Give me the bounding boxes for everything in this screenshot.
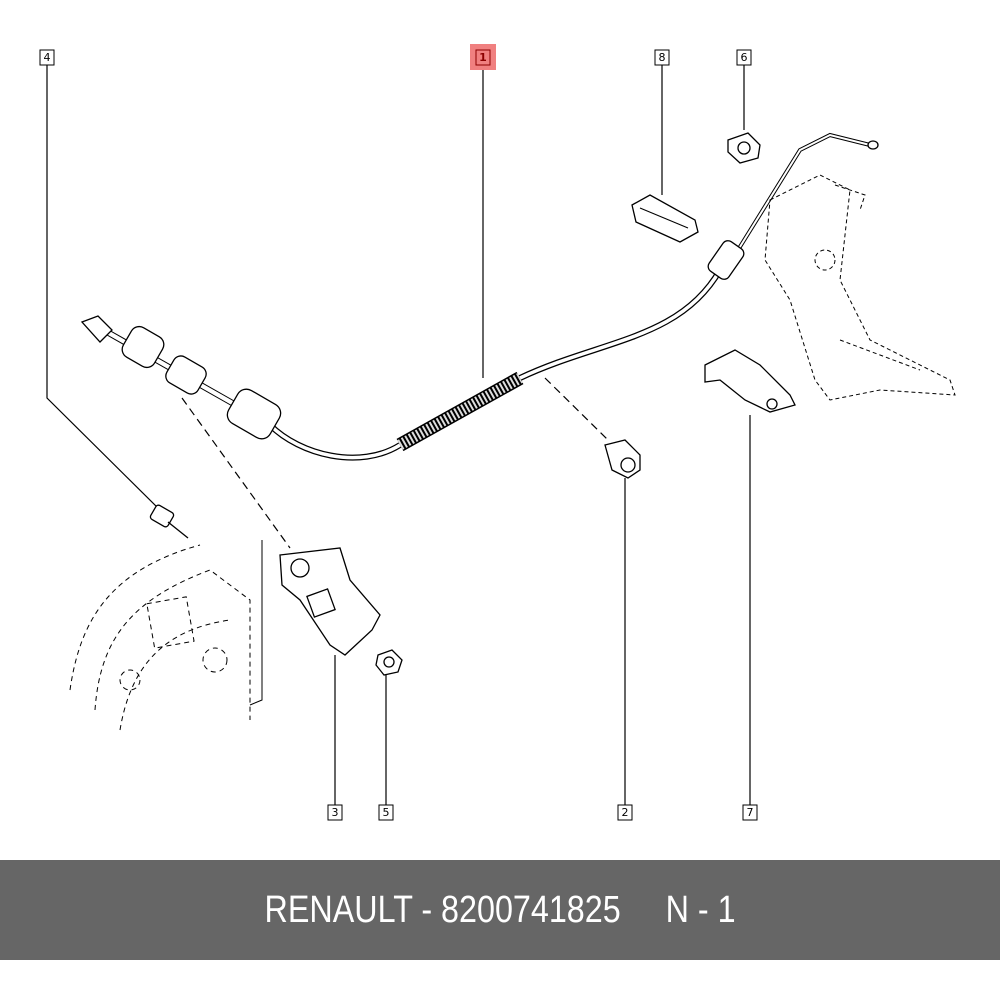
pedal-pad-part-8: [631, 194, 699, 243]
bracket-part-7: [704, 349, 796, 413]
callout-label: 5: [383, 806, 390, 819]
callout-7[interactable]: 7: [742, 804, 758, 821]
pedal-assembly: [764, 174, 956, 401]
bush-part-6: [727, 132, 761, 164]
callout-1[interactable]: 1: [470, 44, 496, 70]
callout-label: 7: [747, 806, 754, 819]
callout-label: 4: [44, 51, 51, 64]
gearbox-housing: [69, 544, 251, 731]
part-number: 8200741825: [440, 888, 621, 931]
callout-4[interactable]: 4: [39, 49, 55, 66]
bracket-part-3: [279, 547, 381, 656]
nut-part-5: [375, 649, 403, 676]
callout-label: 3: [332, 806, 339, 819]
callout-label: 6: [741, 51, 748, 64]
clutch-cable: [80, 132, 879, 461]
callout-5[interactable]: 5: [378, 804, 394, 821]
callout-label: 2: [622, 806, 629, 819]
bolt-part-4: [149, 504, 189, 539]
exploded-parts-diagram: 4 1 8 6 3 5 2 7: [39, 44, 956, 821]
leader-lines: [46, 65, 751, 805]
callout-8[interactable]: 8: [654, 49, 670, 66]
callout-3[interactable]: 3: [327, 804, 343, 821]
separator: -: [421, 888, 432, 931]
callout-2[interactable]: 2: [617, 804, 633, 821]
callout-6[interactable]: 6: [736, 49, 752, 66]
diagram-position: N - 1: [665, 888, 736, 931]
callout-label: 8: [659, 51, 666, 64]
brand-name: RENAULT: [264, 888, 413, 931]
part-info-footer: RENAULT - 8200741825 N - 1: [0, 860, 1000, 960]
footer-text: RENAULT - 8200741825 N - 1: [264, 889, 735, 932]
callout-label: 1: [479, 51, 487, 64]
clip-part-2: [604, 439, 641, 479]
